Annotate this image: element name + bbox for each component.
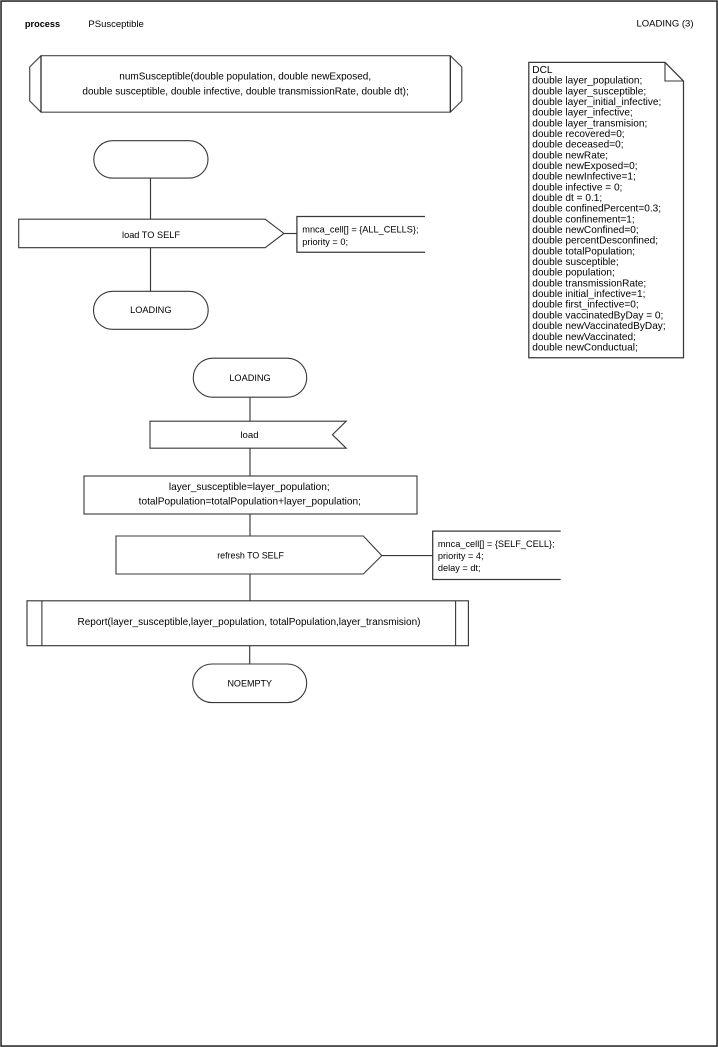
svg-text:LOADING: LOADING <box>229 373 270 383</box>
svg-text:double newExposed=0;: double newExposed=0; <box>532 161 637 172</box>
svg-text:layer_susceptible=layer_popula: layer_susceptible=layer_population; <box>169 482 330 493</box>
svg-text:double newRate;: double newRate; <box>532 150 608 161</box>
svg-text:Report(layer_susceptible,layer: Report(layer_susceptible,layer_populatio… <box>78 617 421 628</box>
svg-text:double newInfective=1;: double newInfective=1; <box>532 172 636 183</box>
svg-text:double totalPopulation;: double totalPopulation; <box>532 246 635 257</box>
svg-text:mnca_cell[] = {ALL_CELLS};: mnca_cell[] = {ALL_CELLS}; <box>302 225 418 235</box>
svg-text:double layer_population;: double layer_population; <box>532 76 642 87</box>
svg-text:double layer_initial_infective: double layer_initial_infective; <box>532 97 661 108</box>
svg-text:double deceased=0;: double deceased=0; <box>532 140 623 151</box>
svg-text:double confinement=1;: double confinement=1; <box>532 214 634 225</box>
svg-text:double newConfined=0;: double newConfined=0; <box>532 225 638 236</box>
svg-text:double recovered=0;: double recovered=0; <box>532 129 624 140</box>
svg-text:PSusceptible: PSusceptible <box>88 19 143 30</box>
svg-text:double layer_transmision;: double layer_transmision; <box>532 118 647 129</box>
svg-text:LOADING: LOADING <box>130 305 171 315</box>
svg-text:double first_infective=0;: double first_infective=0; <box>532 300 638 311</box>
svg-text:NOEMPTY: NOEMPTY <box>227 678 272 688</box>
svg-text:priority = 0;: priority = 0; <box>302 237 348 247</box>
svg-text:delay = dt;: delay = dt; <box>438 563 481 573</box>
svg-text:double newVaccinated;: double newVaccinated; <box>532 332 636 343</box>
svg-text:priority = 4;: priority = 4; <box>438 551 484 561</box>
svg-text:load TO SELF: load TO SELF <box>122 230 180 240</box>
svg-text:double population;: double population; <box>532 268 615 279</box>
svg-text:double newConductual;: double newConductual; <box>532 342 638 353</box>
svg-text:DCL: DCL <box>532 65 553 76</box>
svg-text:double layer_infective;: double layer_infective; <box>532 108 632 119</box>
svg-text:load: load <box>240 430 258 441</box>
svg-text:double confinedPercent=0.3;: double confinedPercent=0.3; <box>532 204 661 215</box>
svg-text:double vaccinatedByDay = 0;: double vaccinatedByDay = 0; <box>532 310 663 321</box>
svg-text:double dt = 0.1;: double dt = 0.1; <box>532 193 602 204</box>
svg-text:double infective = 0;: double infective = 0; <box>532 182 622 193</box>
svg-text:numSusceptible(double populati: numSusceptible(double population, double… <box>119 71 371 82</box>
svg-text:double newVaccinatedByDay;: double newVaccinatedByDay; <box>532 321 665 332</box>
svg-text:process: process <box>25 19 60 29</box>
svg-text:refresh TO SELF: refresh TO SELF <box>217 551 284 561</box>
svg-text:mnca_cell[] = {SELF_CELL};: mnca_cell[] = {SELF_CELL}; <box>438 539 555 549</box>
svg-text:double transmissionRate;: double transmissionRate; <box>532 278 646 289</box>
svg-text:double susceptible;: double susceptible; <box>532 257 618 268</box>
svg-text:totalPopulation=totalPopulatio: totalPopulation=totalPopulation+layer_po… <box>139 496 361 507</box>
svg-text:LOADING (3): LOADING (3) <box>636 18 693 29</box>
svg-text:double susceptible, double inf: double susceptible, double infective, do… <box>82 86 408 97</box>
svg-text:double initial_infective=1;: double initial_infective=1; <box>532 289 645 300</box>
svg-text:double percentDesconfined;: double percentDesconfined; <box>532 236 658 247</box>
svg-text:double layer_susceptible;: double layer_susceptible; <box>532 86 646 97</box>
